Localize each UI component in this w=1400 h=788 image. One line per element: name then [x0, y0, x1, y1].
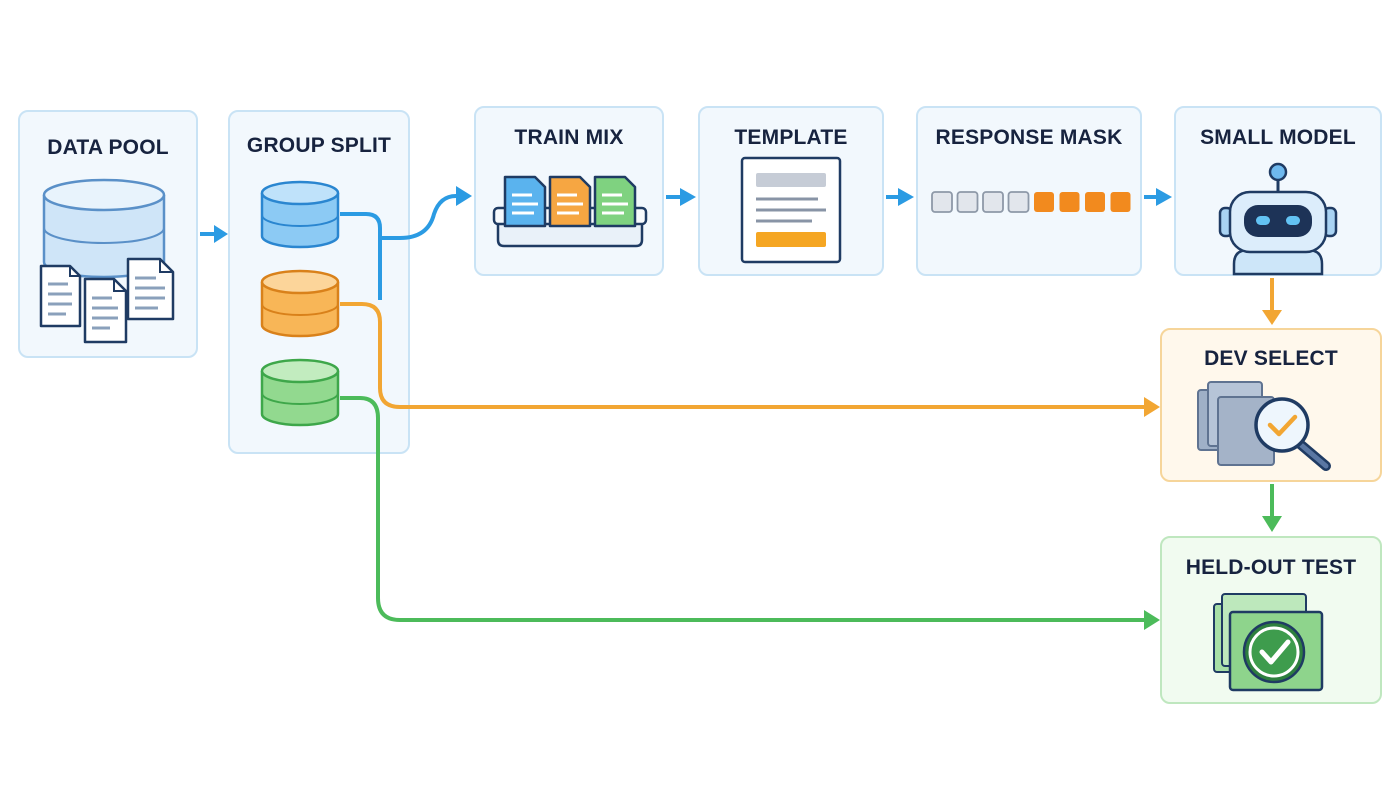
held-out-test-title: HELD-OUT TEST	[1185, 556, 1357, 579]
masked-token	[982, 191, 1004, 213]
group-split-title: GROUP SPLIT	[246, 134, 392, 157]
train-connector	[380, 194, 457, 240]
arrow-icon	[200, 225, 228, 243]
dev-select-title: DEV SELECT	[1204, 347, 1338, 370]
masked-token	[956, 191, 979, 213]
magnifier-check-icon	[1197, 381, 1331, 471]
arrow-icon	[1144, 188, 1172, 206]
train-connector	[340, 212, 382, 300]
data-pool-title: DATA POOL	[47, 136, 169, 159]
database-icon	[260, 269, 340, 338]
response-mask-tokens	[931, 191, 1131, 213]
database-icon	[260, 358, 340, 427]
test-connector	[340, 396, 1146, 622]
document-icon	[126, 257, 175, 321]
response-mask-box: RESPONSE MASK	[916, 106, 1142, 276]
template-title: TEMPLATE	[734, 126, 848, 149]
document-icon	[593, 175, 637, 228]
document-icon	[39, 264, 82, 328]
arrow-icon	[1144, 397, 1160, 417]
dev-connector	[340, 302, 1146, 409]
document-icon	[83, 277, 128, 344]
arrow-icon	[666, 188, 696, 206]
document-icon	[548, 175, 592, 228]
small-model-title: SMALL MODEL	[1200, 126, 1356, 149]
arrow-icon	[1144, 610, 1160, 630]
arrow-icon	[456, 186, 472, 206]
masked-token	[1007, 191, 1030, 213]
document-icon	[503, 175, 547, 228]
template-icon	[740, 156, 842, 264]
check-badge-icon	[1213, 593, 1324, 692]
response-token	[1034, 192, 1054, 212]
arrow-icon	[1262, 278, 1282, 325]
masked-token	[931, 191, 953, 213]
database-icon	[260, 180, 340, 249]
response-token	[1110, 192, 1131, 212]
response-token	[1059, 192, 1080, 212]
robot-icon	[1218, 162, 1338, 276]
arrow-icon	[1262, 484, 1282, 532]
arrow-icon	[886, 188, 914, 206]
response-mask-title: RESPONSE MASK	[935, 126, 1123, 149]
train-mix-title: TRAIN MIX	[514, 126, 624, 149]
response-token	[1085, 192, 1105, 212]
